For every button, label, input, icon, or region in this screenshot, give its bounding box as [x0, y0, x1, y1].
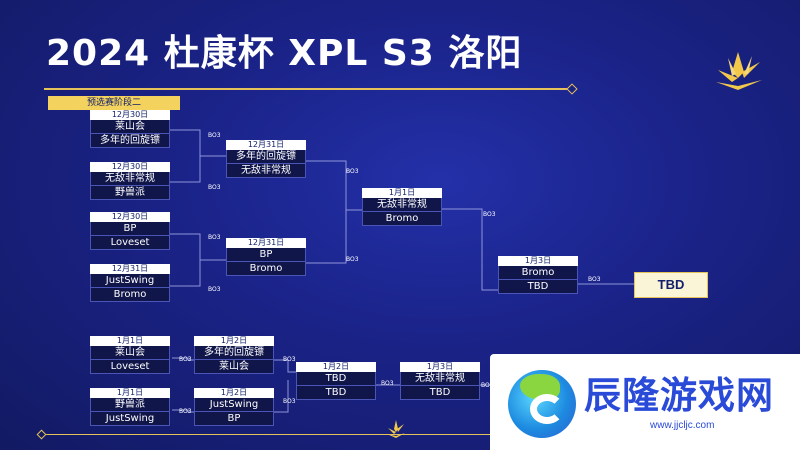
- bo3-label: BO3: [483, 211, 496, 218]
- match-date: 1月1日: [90, 336, 170, 346]
- bo3-label: BO3: [208, 184, 221, 191]
- match-team: 无敌非常规: [362, 198, 442, 212]
- match-card: 12月31日 BP Bromo: [226, 238, 306, 276]
- match-team: BP: [194, 412, 274, 426]
- final-slot: TBD: [634, 272, 708, 298]
- match-team: Loveset: [90, 360, 170, 374]
- match-team: 莱山会: [90, 120, 170, 134]
- match-team: BP: [226, 248, 306, 262]
- match-team: TBD: [296, 386, 376, 400]
- match-team: 无敌非常规: [90, 172, 170, 186]
- match-card: 1月1日 莱山会 Loveset: [90, 336, 170, 374]
- bo3-label: BO3: [208, 286, 221, 293]
- bo3-label: BO3: [179, 408, 192, 415]
- match-card: 12月30日 BP Loveset: [90, 212, 170, 250]
- title-underline: [44, 88, 572, 90]
- match-card: 12月30日 莱山会 多年的回旋镖: [90, 110, 170, 148]
- match-team: JustSwing: [90, 274, 170, 288]
- match-date: 12月30日: [90, 212, 170, 222]
- bo3-label: BO3: [588, 276, 601, 283]
- match-team: 莱山会: [194, 360, 274, 374]
- match-team: Bromo: [498, 266, 578, 280]
- match-team: Bromo: [226, 262, 306, 276]
- match-team: 莱山会: [90, 346, 170, 360]
- bo3-label: BO3: [208, 132, 221, 139]
- match-team: TBD: [498, 280, 578, 294]
- match-date: 1月2日: [194, 336, 274, 346]
- match-card: 1月2日 JustSwing BP: [194, 388, 274, 426]
- event-logo-icon: [716, 52, 762, 90]
- match-team: Bromo: [90, 288, 170, 302]
- page-title: 2024 杜康杯 XPL S3 洛阳: [46, 33, 523, 74]
- bo3-label: BO3: [283, 398, 296, 405]
- event-logo-small-icon: [387, 420, 405, 438]
- match-date: 1月2日: [194, 388, 274, 398]
- match-team: TBD: [296, 372, 376, 386]
- match-team: JustSwing: [90, 412, 170, 426]
- match-card: 1月1日 无敌非常规 Bromo: [362, 188, 442, 226]
- bo3-label: BO3: [381, 380, 394, 387]
- match-card: 1月2日 多年的回旋镖 莱山会: [194, 336, 274, 374]
- match-team: TBD: [400, 386, 480, 400]
- bo3-label: BO3: [208, 234, 221, 241]
- match-team: 无敌非常规: [400, 372, 480, 386]
- match-date: 12月30日: [90, 162, 170, 172]
- match-card: 1月2日 TBD TBD: [296, 362, 376, 400]
- bo3-label: BO3: [346, 256, 359, 263]
- match-card: 12月30日 无敌非常规 野兽派: [90, 162, 170, 200]
- match-date: 12月31日: [226, 238, 306, 248]
- watermark-text: 辰隆游戏网: [584, 374, 774, 417]
- watermark-url: www.jjcljc.com: [650, 420, 715, 431]
- match-card: 12月31日 多年的回旋镖 无敌非常规: [226, 140, 306, 178]
- match-date: 1月3日: [498, 256, 578, 266]
- match-team: JustSwing: [194, 398, 274, 412]
- bo3-label: BO3: [283, 356, 296, 363]
- match-team: Bromo: [362, 212, 442, 226]
- match-date: 1月1日: [90, 388, 170, 398]
- match-date: 1月1日: [362, 188, 442, 198]
- match-team: 无敌非常规: [226, 164, 306, 178]
- match-team: 多年的回旋镖: [90, 134, 170, 148]
- bo3-label: BO3: [346, 168, 359, 175]
- stage-label: 预选赛阶段二: [48, 96, 180, 110]
- match-date: 1月3日: [400, 362, 480, 372]
- match-card: 1月1日 野兽派 JustSwing: [90, 388, 170, 426]
- bo3-label: BO3: [481, 382, 494, 389]
- bo3-label: BO3: [179, 356, 192, 363]
- match-date: 1月2日: [296, 362, 376, 372]
- match-team: Loveset: [90, 236, 170, 250]
- watermark-logo-icon: [508, 370, 576, 438]
- match-date: 12月31日: [90, 264, 170, 274]
- bottom-divider: [40, 434, 760, 435]
- match-card: 12月31日 JustSwing Bromo: [90, 264, 170, 302]
- match-card: 1月3日 无敌非常规 TBD: [400, 362, 480, 400]
- match-team: BP: [90, 222, 170, 236]
- match-team: 野兽派: [90, 186, 170, 200]
- match-date: 12月30日: [90, 110, 170, 120]
- match-team: 多年的回旋镖: [194, 346, 274, 360]
- match-card: 1月3日 Bromo TBD: [498, 256, 578, 294]
- match-team: 多年的回旋镖: [226, 150, 306, 164]
- match-date: 12月31日: [226, 140, 306, 150]
- match-team: 野兽派: [90, 398, 170, 412]
